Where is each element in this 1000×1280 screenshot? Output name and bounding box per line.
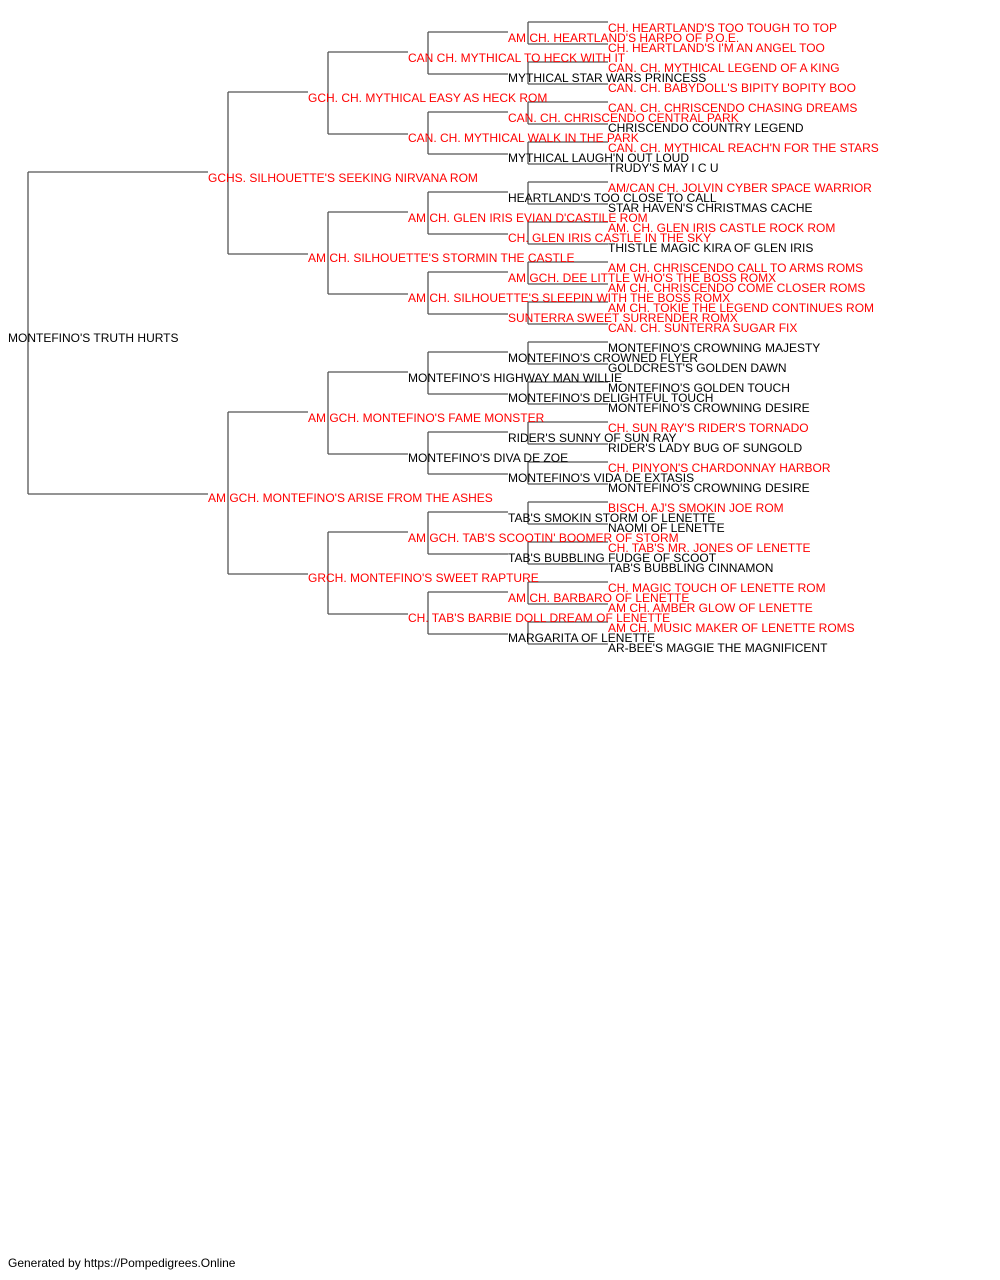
gen5-dog-10: STAR HAVEN'S CHRISTMAS CACHE: [608, 201, 813, 215]
gen2-dog-3: AM GCH. MONTEFINO'S FAME MONSTER: [308, 411, 545, 425]
gen4-dog-2: MYTHICAL STAR WARS PRINCESS: [508, 71, 707, 85]
gen3-dog-2: CAN. CH. MYTHICAL WALK IN THE PARK: [408, 131, 639, 145]
gen5-dog-17: MONTEFINO'S CROWNING MAJESTY: [608, 341, 821, 355]
gen2-dog-1: GCH. CH. MYTHICAL EASY AS HECK ROM: [308, 91, 548, 105]
gen5-dog-11: AM. CH. GLEN IRIS CASTLE ROCK ROM: [608, 221, 836, 235]
gen5-dog-26: NAOMI OF LENETTE: [608, 521, 725, 535]
gen5-dog-31: AM CH. MUSIC MAKER OF LENETTE ROMS: [608, 621, 855, 635]
gen1-dog-1: GCHS. SILHOUETTE'S SEEKING NIRVANA ROM: [208, 171, 478, 185]
gen5-dog-20: MONTEFINO'S CROWNING DESIRE: [608, 401, 810, 415]
gen3-dog-7: AM GCH. TAB'S SCOOTIN' BOOMER OF STORM: [408, 531, 679, 545]
gen5-dog-16: CAN. CH. SUNTERRA SUGAR FIX: [608, 321, 798, 335]
gen3-dog-6: MONTEFINO'S DIVA DE ZOE: [408, 451, 569, 465]
gen4-dog-10: MONTEFINO'S DELIGHTFUL TOUCH: [508, 391, 714, 405]
gen5-dog-5: CAN. CH. CHRISCENDO CHASING DREAMS: [608, 101, 858, 115]
subject-dog-name: MONTEFINO'S TRUTH HURTS: [8, 331, 179, 345]
gen4-dog-16: MARGARITA OF LENETTE: [508, 631, 656, 645]
gen1-dog-2: AM GCH. MONTEFINO'S ARISE FROM THE ASHES: [208, 491, 493, 505]
gen5-dog-15: AM CH. TOKIE THE LEGEND CONTINUES ROM: [608, 301, 875, 315]
gen5-dog-21: CH. SUN RAY'S RIDER'S TORNADO: [608, 421, 809, 435]
gen4-dog-12: MONTEFINO'S VIDA DE EXTASIS: [508, 471, 695, 485]
gen4-dog-13: TAB'S SMOKIN STORM OF LENETTE: [508, 511, 716, 525]
gen4-dog-11: RIDER'S SUNNY OF SUN RAY: [508, 431, 677, 445]
gen5-dog-22: RIDER'S LADY BUG OF SUNGOLD: [608, 441, 803, 455]
gen3-dog-1: CAN CH. MYTHICAL TO HECK WITH IT: [408, 51, 626, 65]
gen5-dog-8: TRUDY'S MAY I C U: [608, 161, 719, 175]
gen5-dog-7: CAN. CH. MYTHICAL REACH'N FOR THE STARS: [608, 141, 879, 155]
gen5-dog-6: CHRISCENDO COUNTRY LEGEND: [608, 121, 804, 135]
gen5-dog-4: CAN. CH. BABYDOLL'S BIPITY BOPITY BOO: [608, 81, 856, 95]
gen5-dog-32: AR-BEE'S MAGGIE THE MAGNIFICENT: [608, 641, 828, 655]
gen5-dog-14: AM CH. CHRISCENDO COME CLOSER ROMS: [608, 281, 866, 295]
gen5-dog-27: CH. TAB'S MR. JONES OF LENETTE: [608, 541, 811, 555]
gen5-dog-3: CAN. CH. MYTHICAL LEGEND OF A KING: [608, 61, 840, 75]
gen4-dog-15: AM CH. BARBARO OF LENETTE: [508, 591, 690, 605]
gen5-dog-9: AM/CAN CH. JOLVIN CYBER SPACE WARRIOR: [608, 181, 872, 195]
gen5-dog-24: MONTEFINO'S CROWNING DESIRE: [608, 481, 810, 495]
gen4-dog-5: HEARTLAND'S TOO CLOSE TO CALL: [508, 191, 717, 205]
gen5-dog-28: TAB'S BUBBLING CINNAMON: [608, 561, 774, 575]
gen4-dog-7: AM GCH. DEE LITTLE WHO'S THE BOSS ROMX: [508, 271, 777, 285]
gen4-dog-6: CH. GLEN IRIS CASTLE IN THE SKY: [508, 231, 712, 245]
gen5-dog-18: GOLDCREST'S GOLDEN DAWN: [608, 361, 787, 375]
gen4-dog-14: TAB'S BUBBLING FUDGE OF SCOOT: [508, 551, 717, 565]
gen5-dog-13: AM CH. CHRISCENDO CALL TO ARMS ROMS: [608, 261, 864, 275]
gen2-dog-2: AM CH. SILHOUETTE'S STORMIN THE CASTLE: [308, 251, 575, 265]
gen5-dog-19: MONTEFINO'S GOLDEN TOUCH: [608, 381, 790, 395]
gen3-dog-5: MONTEFINO'S HIGHWAY MAN WILLIE: [408, 371, 623, 385]
gen2-dog-4: GRCH. MONTEFINO'S SWEET RAPTURE: [308, 571, 539, 585]
gen3-dog-4: AM CH. SILHOUETTE'S SLEEPIN WITH THE BOS…: [408, 291, 731, 305]
gen3-dog-8: CH. TAB'S BARBIE DOLL DREAM OF LENETTE: [408, 611, 671, 625]
gen5-dog-12: THISTLE MAGIC KIRA OF GLEN IRIS: [608, 241, 814, 255]
generated-by-footer: Generated by https://Pompedigrees.Online: [8, 1256, 236, 1270]
gen5-dog-30: AM CH. AMBER GLOW OF LENETTE: [608, 601, 813, 615]
gen5-dog-25: BISCH. AJ'S SMOKIN JOE ROM: [608, 501, 784, 515]
gen5-dog-23: CH. PINYON'S CHARDONNAY HARBOR: [608, 461, 831, 475]
gen4-dog-4: MYTHICAL LAUGH'N OUT LOUD: [508, 151, 689, 165]
gen3-dog-3: AM CH. GLEN IRIS EVIAN D'CASTILE ROM: [408, 211, 648, 225]
gen5-dog-1: CH. HEARTLAND'S TOO TOUGH TO TOP: [608, 21, 838, 35]
gen4-dog-8: SUNTERRA SWEET SURRENDER ROMX: [508, 311, 738, 325]
gen4-dog-9: MONTEFINO'S CROWNED FLYER: [508, 351, 699, 365]
gen5-dog-2: CH. HEARTLAND'S I'M AN ANGEL TOO: [608, 41, 825, 55]
gen4-dog-3: CAN. CH. CHRISCENDO CENTRAL PARK: [508, 111, 739, 125]
gen4-dog-1: AM CH. HEARTLAND'S HARPO OF P.O.E.: [508, 31, 740, 45]
gen5-dog-29: CH. MAGIC TOUCH OF LENETTE ROM: [608, 581, 826, 595]
